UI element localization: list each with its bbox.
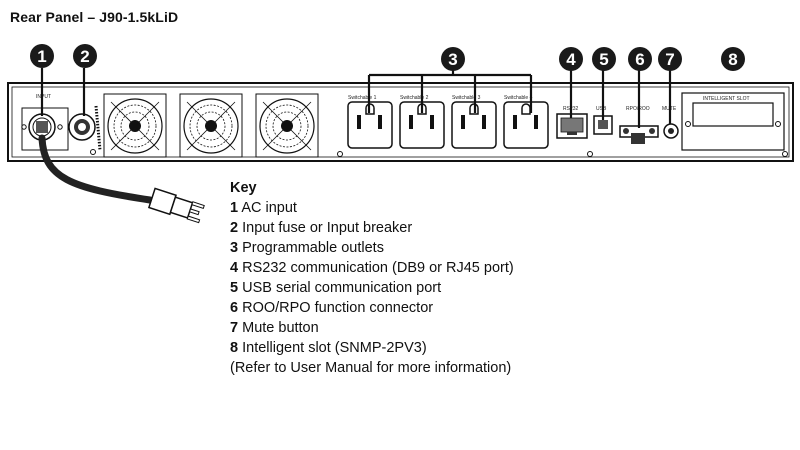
key-text: Mute button [242,320,319,336]
outlet-label-3: Switchable 3 [452,95,481,101]
callout-7: 7 [658,47,682,71]
key-text: RS232 communication (DB9 or RJ45 port) [242,260,514,276]
outlet-1: Switchable 1 [347,95,393,149]
key-item-2: 2 Input fuse or Input breaker [230,218,514,238]
key-text: AC input [241,200,297,216]
key-item-5: 5 USB serial communication port [230,278,514,298]
callout-5: 5 [592,47,616,71]
intelligent-slot: INTELLIGENT SLOT [681,92,785,151]
key-num: 4 [230,260,239,276]
key-note: (Refer to User Manual for more informati… [230,360,512,376]
slot-label: INTELLIGENT SLOT [703,96,750,102]
outlet-label-4: Switchable 4 [504,95,533,101]
usb-label: USB [596,106,607,112]
ac-input: INPUT [21,94,69,151]
callout-label-7: 7 [665,50,674,69]
key-text: Intelligent slot (SNMP-2PV3) [242,340,427,356]
callout-3: 3 [441,47,465,71]
callout-1: 1 [30,44,54,68]
key-item-1: 1 AC input [230,198,514,218]
outlet-4: Switchable 4 [503,95,549,149]
key-text: Programmable outlets [242,240,384,256]
key-num: 7 [230,320,239,336]
outlets-bracket [367,70,533,113]
callout-label-3: 3 [448,50,457,69]
key-text: Input fuse or Input breaker [242,220,413,236]
key-text: ROO/RPO function connector [242,300,434,316]
callout-4: 4 [559,47,583,71]
fan-3 [255,93,319,158]
page-title: Rear Panel – J90-1.5kLiD [10,9,179,25]
key-num: 6 [230,300,239,316]
key-num: 8 [230,340,239,356]
key-item-3: 3 Programmable outlets [230,238,514,258]
key-item-6: 6 ROO/RPO function connector [230,298,514,318]
key-num: 5 [230,280,239,296]
key-legend: Key 1 AC input 2 Input fuse or Input bre… [230,178,514,378]
key-item-7: 7 Mute button [230,318,514,338]
outlet-label-2: Switchable 2 [400,95,429,101]
fan-2 [179,93,243,158]
rpo-label: RPO/ROO [626,106,650,112]
input-label: INPUT [36,94,51,100]
callout-label-6: 6 [635,50,644,69]
outlet-label-1: Switchable 1 [348,95,377,101]
key-title: Key [230,180,257,196]
callout-label-2: 2 [80,47,89,66]
callout-label-1: 1 [37,47,46,66]
callout-6: 6 [628,47,652,71]
key-num: 3 [230,240,239,256]
input-breaker [68,105,102,155]
callout-label-4: 4 [566,50,576,69]
usb-port: USB [593,106,613,135]
callout-label-8: 8 [728,50,737,69]
key-text: USB serial communication port [242,280,442,296]
key-item-8: 8 Intelligent slot (SNMP-2PV3) [230,338,514,358]
leader-lines [40,68,672,128]
outlet-2: Switchable 2 [399,95,445,149]
screws [337,151,788,157]
callout-label-5: 5 [599,50,608,69]
power-cord [38,134,205,224]
key-num: 1 [230,200,239,216]
fan-1 [103,93,167,158]
key-num: 2 [230,220,239,236]
callout-2: 2 [73,44,97,68]
key-item-4: 4 RS232 communication (DB9 or RJ45 port) [230,258,514,278]
callout-8: 8 [721,47,745,71]
